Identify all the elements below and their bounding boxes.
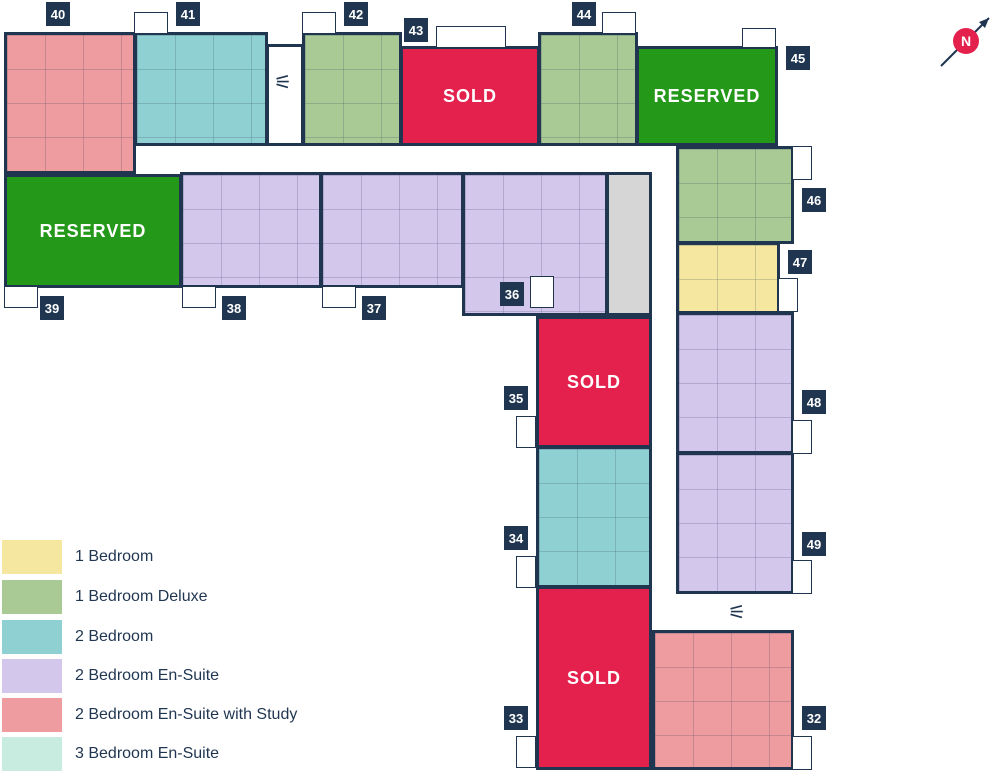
legend-item: 2 Bedroom <box>0 620 330 654</box>
legend-label: 2 Bedroom En-Suite with Study <box>75 706 298 723</box>
legend-item: 3 Bedroom En-Suite <box>0 737 330 771</box>
balcony <box>302 12 336 34</box>
balcony <box>602 12 636 34</box>
balcony <box>742 28 776 48</box>
status-sold-35: SOLD <box>539 319 649 445</box>
unit-label-46: 46 <box>802 188 826 212</box>
unit-label-44: 44 <box>572 2 596 26</box>
balcony <box>516 416 536 448</box>
legend-item: 2 Bedroom En-Suite with Study <box>0 698 330 732</box>
legend-swatch <box>2 698 62 732</box>
balcony <box>436 26 506 48</box>
legend-label: 2 Bedroom <box>75 628 154 645</box>
legend-label: 1 Bedroom <box>75 548 154 565</box>
status-reserved-45: RESERVED <box>639 49 775 143</box>
unit-label-39: 39 <box>40 296 64 320</box>
unit-37[interactable] <box>320 172 464 288</box>
unit-label-43: 43 <box>404 18 428 42</box>
unit-label-41: 41 <box>176 2 200 26</box>
unit-label-33: 33 <box>504 706 528 730</box>
legend-item: 1 Bedroom Deluxe <box>0 580 330 614</box>
unit-label-37: 37 <box>362 296 386 320</box>
unit-48[interactable] <box>676 312 794 454</box>
unit-label-42: 42 <box>344 2 368 26</box>
unit-38[interactable] <box>180 172 322 288</box>
balcony <box>4 286 38 308</box>
unit-34[interactable] <box>536 446 652 588</box>
unit-45[interactable]: RESERVED <box>636 46 778 146</box>
balcony <box>516 556 536 588</box>
balcony <box>792 146 812 180</box>
status-sold-43: SOLD <box>403 49 537 143</box>
balcony <box>792 420 812 454</box>
legend-label: 2 Bedroom En-Suite <box>75 667 220 684</box>
service-core <box>606 172 652 316</box>
unit-35[interactable]: SOLD <box>536 316 652 448</box>
status-reserved-39: RESERVED <box>7 177 179 285</box>
unit-42[interactable] <box>302 32 402 146</box>
unit-47[interactable] <box>676 242 780 314</box>
unit-39[interactable]: RESERVED <box>4 174 182 288</box>
stairs-icon: ⚟ <box>728 602 746 624</box>
unit-label-35: 35 <box>504 386 528 410</box>
unit-label-36: 36 <box>500 282 524 306</box>
unit-label-32: 32 <box>802 706 826 730</box>
legend-swatch <box>2 737 62 771</box>
stairs-icon: ⚟ <box>274 72 292 94</box>
unit-label-47: 47 <box>788 250 812 274</box>
balcony <box>182 286 216 308</box>
legend: 1 Bedroom 1 Bedroom Deluxe 2 Bedroom 2 B… <box>0 540 340 772</box>
unit-46[interactable] <box>676 146 794 244</box>
unit-49[interactable] <box>676 452 794 594</box>
unit-label-49: 49 <box>802 532 826 556</box>
unit-label-34: 34 <box>504 526 528 550</box>
unit-40[interactable] <box>4 32 136 174</box>
balcony <box>530 276 554 308</box>
stair-core-north <box>266 44 304 146</box>
unit-label-48: 48 <box>802 390 826 414</box>
unit-label-38: 38 <box>222 296 246 320</box>
corridor-east <box>652 145 678 615</box>
legend-swatch <box>2 540 62 574</box>
compass: N <box>935 12 995 72</box>
north-arrow-icon: N <box>940 17 990 67</box>
legend-swatch <box>2 620 62 654</box>
unit-44[interactable] <box>538 32 638 146</box>
legend-label: 3 Bedroom En-Suite <box>75 745 220 762</box>
legend-swatch <box>2 659 62 693</box>
unit-32[interactable] <box>652 630 794 770</box>
balcony <box>778 278 798 312</box>
unit-33[interactable]: SOLD <box>536 586 652 770</box>
status-sold-33: SOLD <box>539 589 649 767</box>
balcony <box>792 560 812 594</box>
balcony <box>322 286 356 308</box>
legend-item: 1 Bedroom <box>0 540 330 574</box>
legend-swatch <box>2 580 62 614</box>
legend-item: 2 Bedroom En-Suite <box>0 659 330 693</box>
balcony <box>134 12 168 34</box>
legend-label: 1 Bedroom Deluxe <box>75 588 208 605</box>
balcony <box>792 736 812 770</box>
unit-label-40: 40 <box>46 2 70 26</box>
compass-letter: N <box>961 33 971 49</box>
unit-41[interactable] <box>134 32 268 146</box>
unit-label-45: 45 <box>786 46 810 70</box>
unit-43[interactable]: SOLD <box>400 46 540 146</box>
balcony <box>516 736 536 768</box>
